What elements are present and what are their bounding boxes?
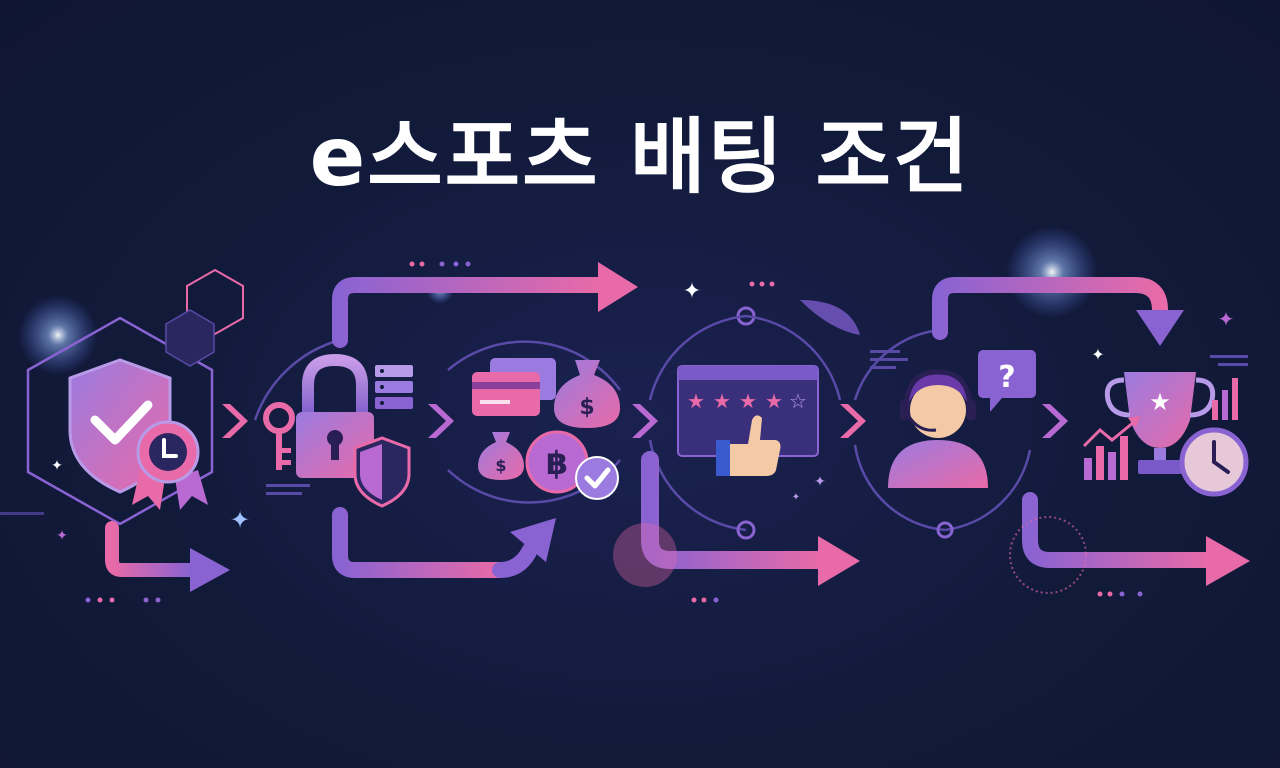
money-bag-icon: $ <box>554 360 620 428</box>
svg-text:฿: ฿ <box>546 444 568 482</box>
svg-text:★: ★ <box>687 389 705 413</box>
svg-text:✦: ✦ <box>792 492 800 503</box>
svg-text:$: $ <box>495 456 506 475</box>
stage-license-verification <box>26 268 244 592</box>
stars-icon: ★ ★ ★ ★ ☆ <box>687 389 807 413</box>
svg-text:★: ★ <box>765 389 783 413</box>
browser-window-icon <box>677 365 819 457</box>
trophy-icon: ★ <box>1104 372 1216 474</box>
money-bag-icon: $ <box>478 432 524 480</box>
chevron-right-icon <box>840 404 866 438</box>
stage-rewards-payout: ★ <box>1082 372 1249 497</box>
svg-text:✦: ✦ <box>1218 307 1235 331</box>
chevron-right-icon <box>428 404 454 438</box>
svg-text:☆: ☆ <box>789 389 807 413</box>
glow-spark <box>1006 226 1098 318</box>
svg-text:✦: ✦ <box>56 528 68 544</box>
check-circle-icon <box>575 456 619 500</box>
glow-spark <box>18 295 98 375</box>
credit-card-icon <box>472 358 556 416</box>
svg-text:✦: ✦ <box>51 458 63 474</box>
chevron-right-icon <box>1042 404 1068 438</box>
svg-text:✦: ✦ <box>230 506 250 534</box>
bar-chart-icon <box>1082 378 1238 480</box>
stage-account-security <box>253 262 638 578</box>
headset-agent-icon <box>888 369 988 488</box>
bitcoin-icon: ฿ <box>525 430 589 494</box>
stage-payment-methods: $ $ ฿ <box>447 340 622 504</box>
svg-text:★: ★ <box>1149 388 1171 416</box>
chevron-right-icon <box>632 404 658 438</box>
thumbs-up-icon <box>716 415 781 476</box>
svg-text:✦: ✦ <box>683 279 701 304</box>
award-clock-icon <box>132 420 208 510</box>
svg-text:$: $ <box>579 395 594 420</box>
page-title: e스포츠 배팅 조건 <box>309 110 971 205</box>
svg-text:?: ? <box>998 360 1015 395</box>
question-bubble-icon: ? <box>978 350 1036 412</box>
stage-customer-support: ? <box>853 277 1250 594</box>
svg-text:★: ★ <box>739 389 757 413</box>
small-shield-icon <box>353 436 411 508</box>
server-icon <box>375 365 413 409</box>
clock-icon <box>1179 427 1249 497</box>
sparkle-decorations: ✦ ✦ ✦ ✦ ✦ ✦ ✦ ✦ <box>0 261 1248 603</box>
svg-text:★: ★ <box>713 389 731 413</box>
stage-ratings-reviews: ★ ★ ★ ★ ☆ <box>613 300 860 587</box>
key-icon <box>263 402 295 470</box>
chevron-right-icon <box>222 404 248 438</box>
svg-text:✦: ✦ <box>814 474 826 490</box>
svg-text:✦: ✦ <box>1091 345 1104 364</box>
